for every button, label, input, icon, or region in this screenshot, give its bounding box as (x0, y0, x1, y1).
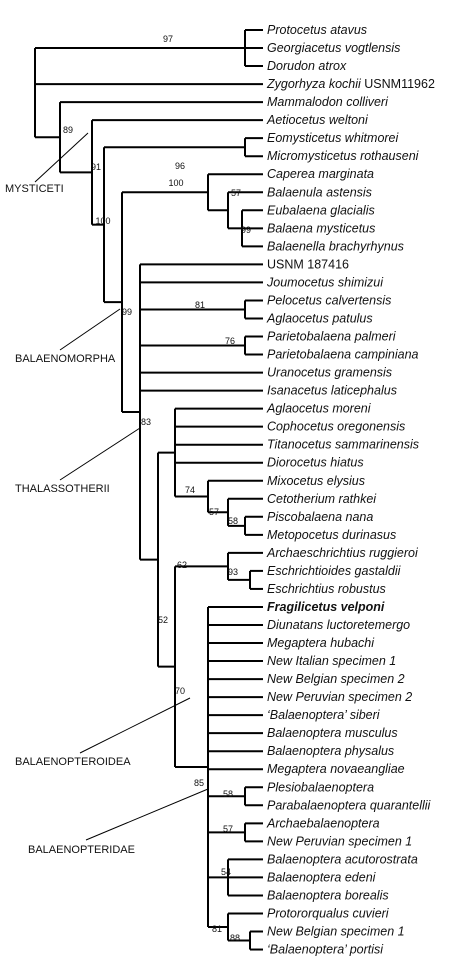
support-value: 99 (122, 307, 132, 317)
taxon-label: Mixocetus elysius (267, 474, 365, 488)
clade-label: MYSTICETI (5, 183, 64, 195)
taxon-label: Archaeschrichtius ruggieroi (266, 546, 419, 560)
taxon-label: Aglaocetus patulus (266, 311, 373, 325)
support-value: 88 (230, 933, 240, 943)
taxon-label: Cophocetus oregonensis (267, 420, 405, 434)
support-value: 58 (223, 789, 233, 799)
support-value: 70 (175, 686, 185, 696)
taxon-label: New Belgian specimen 1 (267, 925, 405, 939)
support-value: 81 (212, 924, 222, 934)
support-value: 81 (195, 300, 205, 310)
taxon-label: Zygorhyza kochii USNM11962 (266, 77, 435, 91)
clade-pointer-line (85, 788, 209, 841)
taxon-label: Protocetus atavus (267, 23, 367, 37)
taxon-label: Plesiobalaenoptera (267, 780, 374, 794)
support-value: 62 (177, 560, 187, 570)
taxon-label: Protororqualus cuvieri (267, 906, 390, 920)
support-value: 96 (175, 161, 185, 171)
taxon-label: Balaenella brachyrhynus (267, 239, 404, 253)
support-value: 100 (95, 216, 110, 226)
taxon-label: Balaenoptera musculus (267, 726, 398, 740)
support-value: 89 (63, 125, 73, 135)
taxon-label: Balaenoptera edeni (267, 870, 377, 884)
clade-pointer-line (59, 427, 141, 481)
taxon-label: Uranocetus gramensis (267, 366, 392, 380)
taxon-label: Archaebalaenoptera (266, 816, 380, 830)
support-value: 99 (241, 225, 251, 235)
clade-pointer-line (34, 132, 89, 183)
support-value: 97 (163, 34, 173, 44)
clade-label: BALAENOPTERIDAE (28, 844, 135, 856)
taxon-label: Isanacetus laticephalus (267, 384, 397, 398)
taxon-label: New Peruvian specimen 2 (267, 690, 412, 704)
taxon-label: ‘Balaenoptera’ portisi (267, 943, 384, 957)
taxon-label: Mammalodon colliveri (267, 95, 389, 109)
support-value: 54 (221, 867, 231, 877)
taxon-label: Pelocetus calvertensis (267, 293, 391, 307)
taxon-label: Balaenoptera borealis (267, 888, 389, 902)
taxon-label: Fragilicetus velponi (267, 600, 385, 614)
taxon-label: Diorocetus hiatus (267, 456, 364, 470)
clade-pointer-line (79, 697, 191, 754)
taxon-label: Parietobalaena campiniana (267, 348, 419, 362)
taxon-label: Metopocetus durinasus (267, 528, 396, 542)
taxon-label: Parietobalaena palmeri (267, 330, 397, 344)
taxon-label: Micromysticetus rothauseni (267, 149, 420, 163)
clade-label: BALAENOMORPHA (15, 353, 116, 365)
taxon-label: Balaenoptera physalus (267, 744, 394, 758)
taxon-label: Eschrichtioides gastaldii (267, 564, 402, 578)
taxon-label: Megaptera novaeangliae (267, 762, 405, 776)
taxon-label: New Peruvian specimen 1 (267, 834, 412, 848)
taxon-label: Dorudon atrox (267, 59, 347, 73)
clade-pointer-line (59, 308, 121, 351)
taxon-label: Titanocetus sammarinensis (267, 438, 419, 452)
tree-branches (34, 29, 263, 951)
support-value: 57 (231, 188, 241, 198)
taxon-label: Eubalaena glacialis (267, 203, 375, 217)
taxon-label: Parabalaenoptera quarantellii (267, 798, 432, 812)
support-value: 74 (185, 485, 195, 495)
taxon-label: New Italian specimen 1 (267, 654, 396, 668)
taxon-label: USNM 187416 (267, 257, 349, 271)
taxon-label: Balaenula astensis (267, 185, 372, 199)
support-value: 93 (228, 567, 238, 577)
taxon-label: Georgiacetus vogtlensis (267, 41, 400, 55)
taxon-label: Piscobalaena nana (267, 510, 373, 524)
support-value: 83 (141, 417, 151, 427)
taxon-label: Aetiocetus weltoni (266, 113, 369, 127)
support-value: 57 (223, 824, 233, 834)
support-value: 76 (225, 336, 235, 346)
taxon-label: Eschrichtius robustus (267, 582, 386, 596)
taxon-label: Balaena mysticetus (267, 221, 375, 235)
taxon-label: ‘Balaenoptera’ siberi (267, 708, 381, 722)
clade-label: THALASSOTHERII (15, 483, 110, 495)
support-value: 85 (194, 778, 204, 788)
clade-pointers (34, 132, 209, 841)
taxon-label: Megaptera hubachi (267, 636, 375, 650)
support-value: 57 (209, 507, 219, 517)
support-value: 58 (228, 516, 238, 526)
taxon-label: Caperea marginata (267, 167, 374, 181)
taxon-label: Eomysticetus whitmorei (267, 131, 400, 145)
support-values: 97 89 91 96 100 100 57 99 99 81 76 83 74 57 58 52 62 93 70… (63, 34, 251, 943)
support-value: 100 (168, 178, 183, 188)
taxon-label: New Belgian specimen 2 (267, 672, 405, 686)
taxon-label: Cetotherium rathkei (267, 492, 377, 506)
taxon-label: Balaenoptera acutorostrata (267, 852, 418, 866)
clade-labels: MYSTICETI BALAENOMORPHA THALASSOTHERII BALA… (5, 183, 135, 856)
clade-label: BALAENOPTEROIDEA (15, 756, 131, 768)
taxon-label: Aglaocetus moreni (266, 402, 372, 416)
taxon-label: Joumocetus shimizui (266, 275, 384, 289)
support-value: 52 (158, 615, 168, 625)
taxon-label: Diunatans luctoretemergo (267, 618, 410, 632)
support-value: 91 (91, 162, 101, 172)
